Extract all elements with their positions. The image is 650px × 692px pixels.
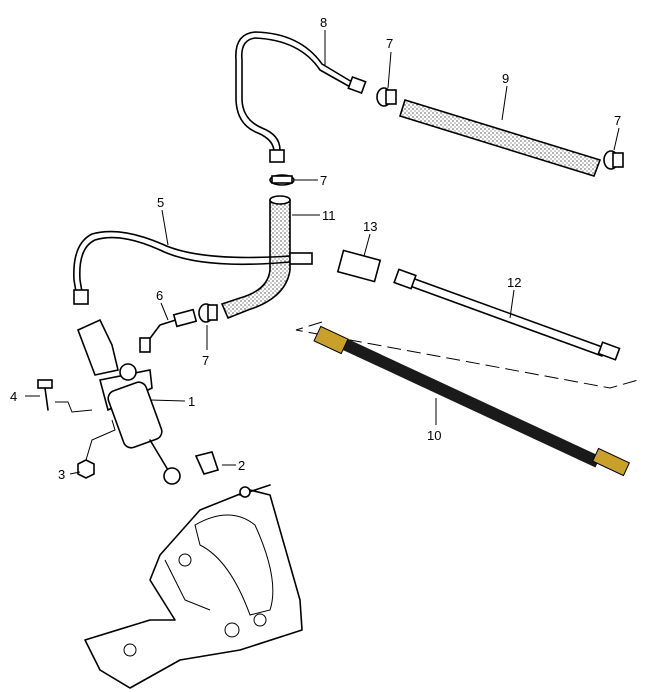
callout-10: 10 (427, 428, 441, 443)
callout-7: 7 (386, 36, 393, 51)
callout-6: 6 (156, 288, 163, 303)
callout-13: 13 (363, 219, 377, 234)
connector-13 (336, 249, 382, 283)
callout-12: 12 (507, 275, 521, 290)
callout-7: 7 (320, 173, 327, 188)
pedal-bracket (84, 484, 303, 689)
callout-7: 7 (202, 353, 209, 368)
clamp-7-lower (198, 303, 218, 323)
callout-4: 4 (10, 389, 17, 404)
bolt-4 (37, 379, 93, 413)
callout-9: 9 (502, 71, 509, 86)
callout-5: 5 (157, 195, 164, 210)
leader-lines (25, 30, 620, 475)
line-12 (393, 268, 621, 361)
hose-11 (220, 199, 291, 320)
callout-2: 2 (238, 458, 245, 473)
nut-3 (77, 419, 116, 479)
callout-7: 7 (614, 113, 621, 128)
fitting-6 (139, 308, 198, 353)
callout-1: 1 (188, 394, 195, 409)
pipe-8 (235, 31, 367, 163)
callout-3: 3 (58, 467, 65, 482)
clamp-7-right (603, 150, 624, 170)
callout-11: 11 (322, 208, 336, 223)
hose-10 (313, 325, 631, 477)
pipe-5 (73, 230, 313, 305)
master-cylinder-1 (76, 318, 181, 485)
hose-9 (398, 99, 602, 177)
plate-2 (194, 451, 220, 475)
clamp-7-middle (269, 174, 295, 186)
callout-8: 8 (320, 15, 327, 30)
clamp-7-upper (376, 87, 397, 107)
dashed-frame (295, 321, 639, 389)
